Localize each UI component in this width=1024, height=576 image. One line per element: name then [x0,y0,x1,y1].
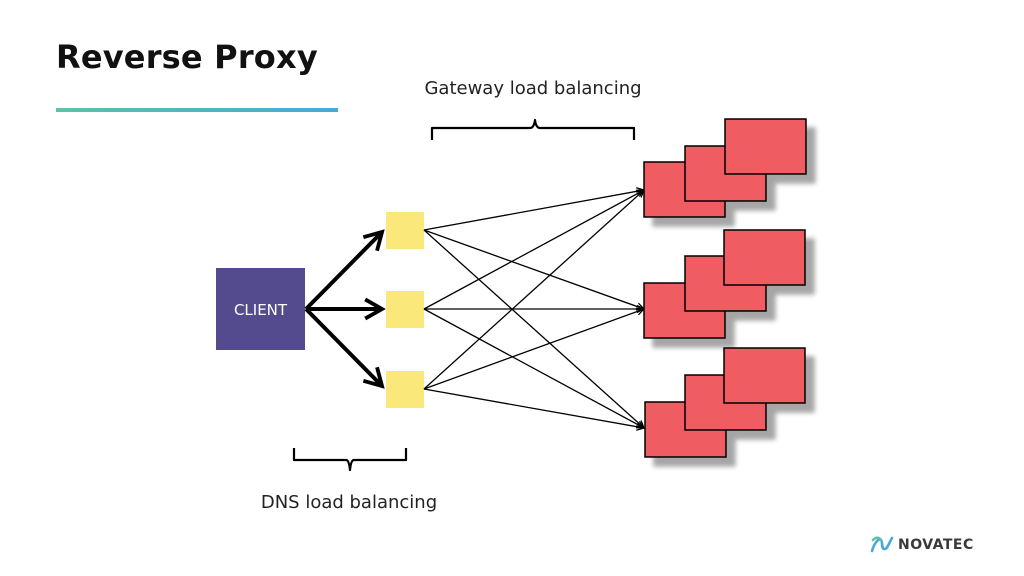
server-1c [724,118,807,175]
logo-text: NOVATEC [898,537,974,553]
client-box [216,268,305,350]
client-arrow-bottom [304,307,385,389]
arrow-p3-s3 [423,388,644,428]
proxy-to-server-arrows [423,190,644,428]
server-group-3 [644,347,806,458]
arrow-p1-s2 [423,229,644,309]
gateway-brace [430,118,636,140]
client-label: CLIENT [234,301,288,319]
proxy-box-2 [386,291,424,328]
arrow-p2-s3 [423,308,644,428]
server-group-2 [643,229,806,339]
dns-brace [292,448,408,472]
title-underline [56,108,338,112]
arrow-p1-s3 [423,229,644,428]
client-to-proxy-arrows [304,229,386,389]
novatec-logo-icon [870,536,894,553]
server-group-1 [643,118,807,218]
novatec-logo: NOVATEC [870,530,974,560]
client-arrow-top [304,229,385,311]
arrow-p3-s1 [423,190,644,390]
arrow-p3-s2 [423,309,644,390]
server-2c [723,229,806,286]
proxy-box-1 [386,212,424,249]
dns-load-balancing-label: DNS load balancing [261,492,437,513]
page-title: Reverse Proxy [56,38,318,76]
proxy-box-3 [386,371,424,408]
gateway-load-balancing-label: Gateway load balancing [424,78,641,99]
server-3c [723,347,806,404]
arrow-p2-s1 [423,190,644,310]
arrow-p1-s1 [423,190,644,231]
